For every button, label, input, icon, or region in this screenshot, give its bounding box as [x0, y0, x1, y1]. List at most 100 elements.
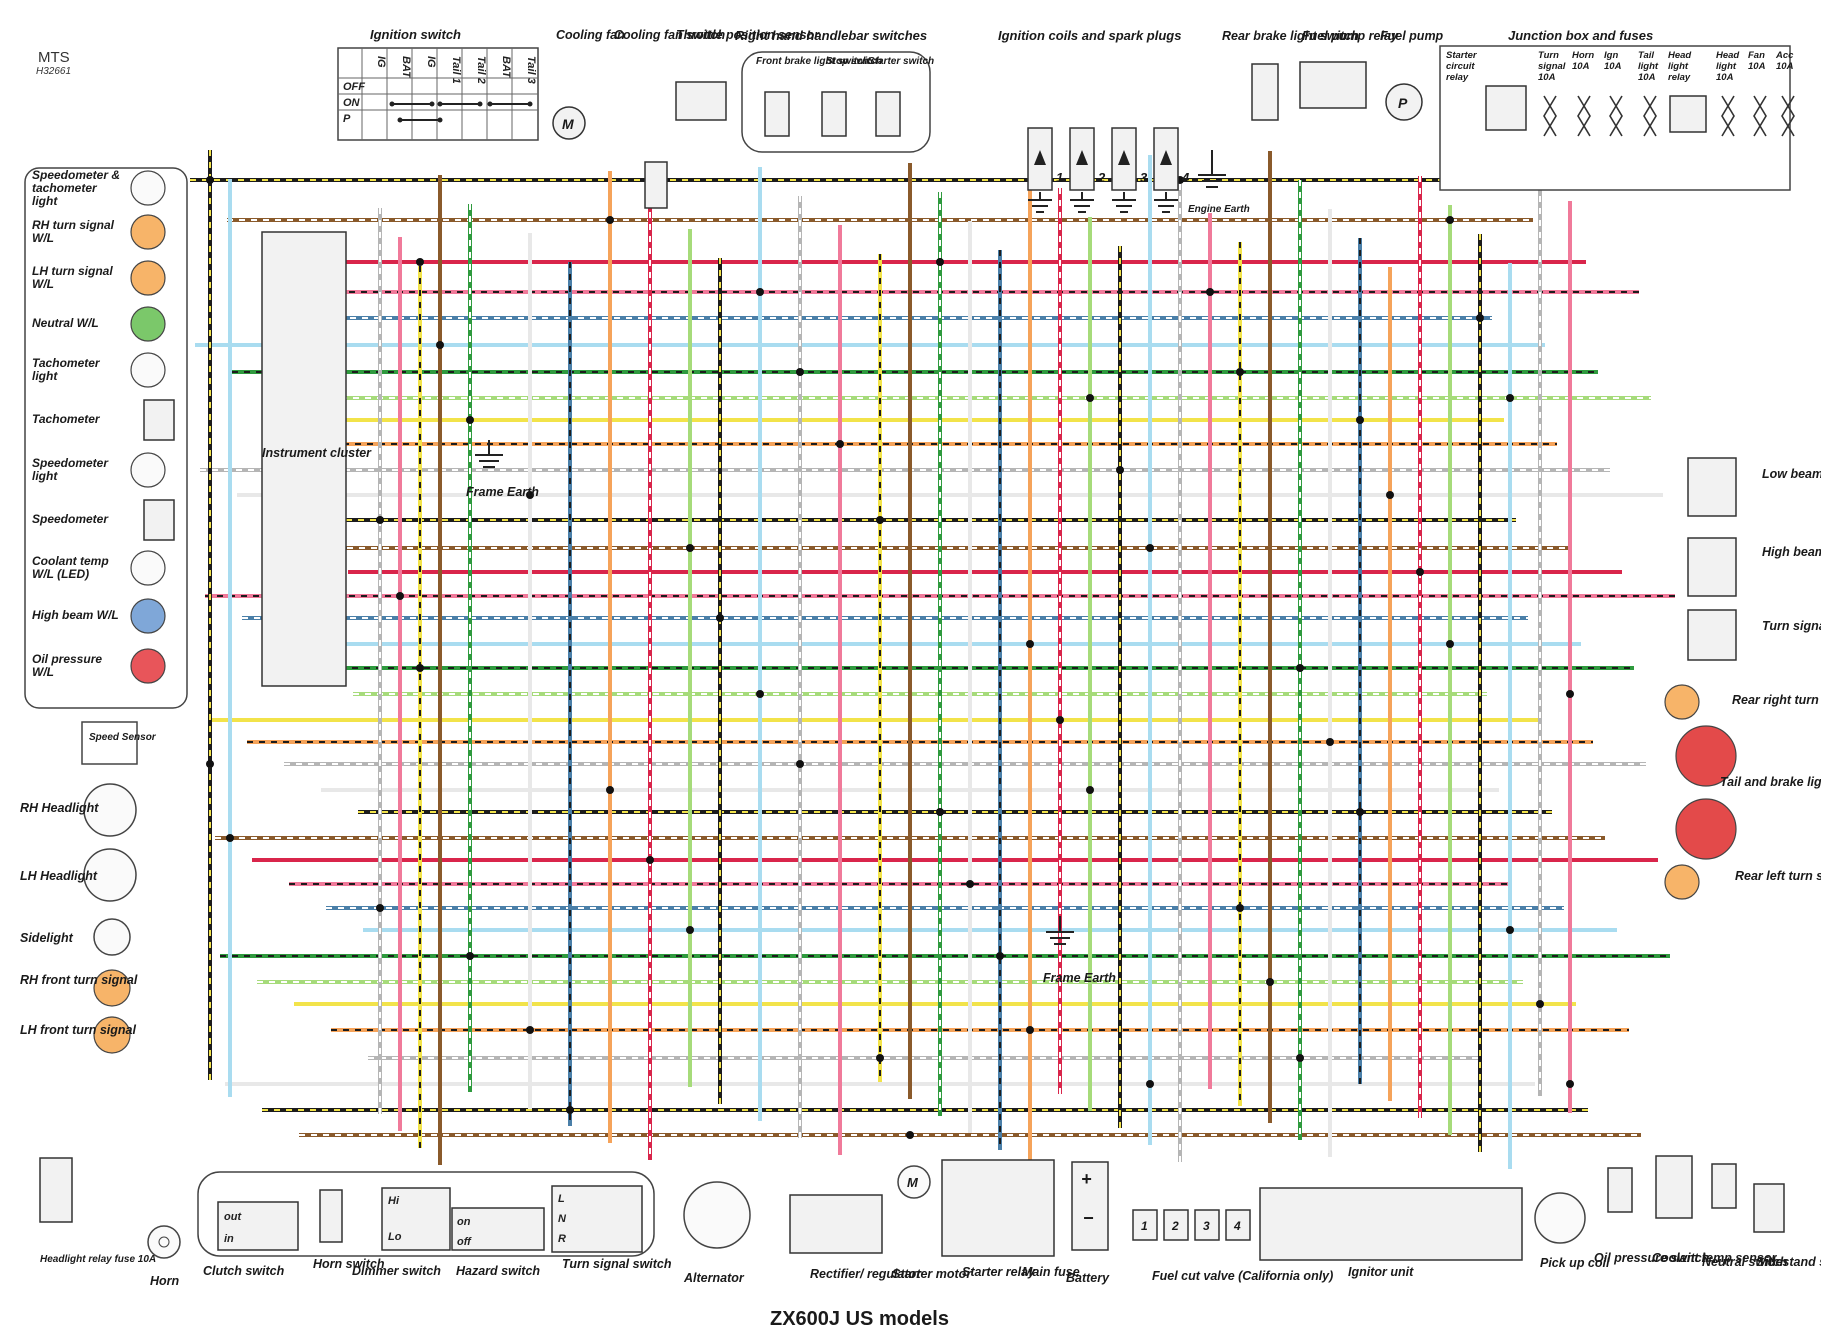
- front-brake-light-switch: [764, 91, 790, 137]
- stop-switch: [821, 91, 847, 137]
- cluster-gauge: [143, 499, 175, 541]
- junction-box-item-label: 10A: [1638, 72, 1656, 83]
- fuel-cut-number: 1: [1141, 1219, 1148, 1233]
- horn: [147, 1225, 181, 1259]
- fuse-icon: [1577, 95, 1591, 137]
- rectifier-label: Rectifier/ regulator: [810, 1267, 922, 1281]
- junction-box-item-label: light: [1668, 61, 1689, 72]
- cluster-bulb: [130, 598, 166, 634]
- cluster-item-label: Tachometer: [32, 356, 101, 370]
- turn-l-label: L: [558, 1193, 565, 1205]
- ignition-column-label: Tail 2: [475, 56, 487, 84]
- cooling-fan-switch: [644, 161, 668, 209]
- junction-box-item-label: 10A: [1538, 72, 1556, 83]
- fuel-cut-number: 2: [1171, 1219, 1179, 1233]
- cooling-fan-switch-label: Cooling fan switch: [614, 28, 725, 42]
- junction-box-item-label: signal: [1538, 61, 1566, 72]
- ignition-column-label: Tail 1: [450, 56, 462, 84]
- rh-headlight-label: RH Headlight: [20, 801, 99, 815]
- neutral-switch-label: Neutral switch: [1702, 1255, 1788, 1269]
- starter-relay: [941, 1159, 1055, 1257]
- junction-box-item-label: Acc: [1775, 50, 1794, 61]
- headlight-relay-fuse-label: Headlight relay fuse 10A: [40, 1254, 156, 1265]
- coolant-temp-sensor: [1655, 1155, 1693, 1219]
- cluster-item-label: Oil pressure: [32, 652, 102, 666]
- ignition-column-label: IG: [375, 56, 387, 68]
- sidestand-switch-label: Sidestand switch: [1756, 1255, 1821, 1269]
- ignition-column-label: BAT: [500, 56, 512, 79]
- sidelight-bulb: [93, 918, 131, 956]
- turn-signal-switch-label: Turn signal switch: [562, 1257, 672, 1271]
- low-beam-relay-label: Low beam relay: [1762, 467, 1821, 481]
- junction-box-item-label: Starter: [1446, 50, 1478, 61]
- brake-light-upper: [1675, 725, 1737, 787]
- cluster-bulb: [130, 170, 166, 206]
- fuse-icon: [1643, 95, 1657, 137]
- lh-front-turn-label: LH front turn signal: [20, 1023, 136, 1037]
- fuel-cut-valve: [1225, 1209, 1251, 1241]
- cluster-item-label: Speedometer: [32, 512, 109, 526]
- starter-motor-label: Starter motor: [892, 1267, 972, 1281]
- hazard-switch: [451, 1207, 545, 1251]
- throttle-position-sensor: [675, 81, 727, 121]
- model-title: ZX600J US models: [770, 1308, 949, 1330]
- fuse-icon: [1543, 95, 1557, 137]
- front-brake-switch-label: Front brake light switch: [756, 56, 869, 67]
- brand-mark: MTS: [38, 49, 70, 66]
- rear-brake-light-switch: [1251, 63, 1279, 121]
- junction-box-item-label: Head: [1668, 50, 1691, 61]
- dimmer-hi-label: Hi: [388, 1195, 400, 1207]
- rh-front-turn-bulb: [93, 969, 131, 1007]
- fuel-pump-relay-label: Fuel pump relay: [1302, 29, 1399, 43]
- cluster-item-label: light: [32, 469, 58, 483]
- ignition-coils-label: Ignition coils and spark plugs: [998, 28, 1181, 43]
- fuel-cut-valve: [1163, 1209, 1189, 1241]
- frame-earth-ground-center: [1046, 916, 1074, 945]
- ignitor-unit: [1259, 1187, 1523, 1261]
- cluster-item-label: Speedometer: [32, 456, 109, 470]
- starter-switch-label: Starter switch: [868, 56, 934, 67]
- junction-box-item-label: Head: [1716, 50, 1739, 61]
- ignition-row-label: P: [343, 113, 351, 125]
- rh-front-turn-label: RH front turn signal: [20, 973, 138, 987]
- speed-sensor-label: Speed Sensor: [89, 732, 157, 743]
- junction-box-item-label: 10A: [1572, 61, 1590, 72]
- junction-box-item-label: 10A: [1604, 61, 1622, 72]
- cooling-fan-label: Cooling fan: [556, 28, 625, 42]
- starter-circuit-relay: [1485, 85, 1527, 131]
- main-fuse-label: Main fuse: [1022, 1265, 1080, 1279]
- oil-pressure-switch: [1607, 1167, 1633, 1213]
- fuse-icon: [1753, 95, 1767, 137]
- cluster-item-label: High beam W/L: [32, 608, 119, 622]
- clutch-switch: [217, 1201, 299, 1251]
- fuel-cut-number: 4: [1233, 1219, 1241, 1233]
- starter-motor: M: [897, 1165, 931, 1199]
- frame-earth-ground: [475, 440, 503, 468]
- fuse-icon: [1781, 95, 1795, 137]
- junction-box-item-label: Tail: [1638, 50, 1654, 61]
- instrument-cluster-module: [261, 231, 347, 687]
- fuel-cut-valve: [1194, 1209, 1220, 1241]
- cluster-gauge: [143, 399, 175, 441]
- svg-text:M: M: [907, 1175, 919, 1190]
- rear-brake-switch-label: Rear brake light switch: [1222, 29, 1359, 43]
- cluster-item-label: light: [32, 369, 58, 383]
- cluster-bulb: [130, 214, 166, 250]
- junction-box-item-label: Horn: [1572, 50, 1594, 61]
- cluster-item-label: W/L (LED): [32, 567, 89, 581]
- cluster-item-label: W/L: [32, 231, 54, 245]
- battery-minus-icon: −: [1083, 1208, 1094, 1228]
- speed-sensor: [81, 721, 138, 765]
- hazard-switch-label: Hazard switch: [456, 1264, 540, 1278]
- coil-number: 2: [1097, 170, 1106, 185]
- pick-up-coil: [1534, 1192, 1586, 1244]
- cluster-bulb: [130, 648, 166, 684]
- turn-signal-switch: [551, 1185, 643, 1253]
- head-light-relay: [1669, 95, 1707, 133]
- coil-number: 1: [1056, 170, 1063, 185]
- clutch-in-label: in: [224, 1233, 234, 1245]
- coil-number: 3: [1140, 170, 1148, 185]
